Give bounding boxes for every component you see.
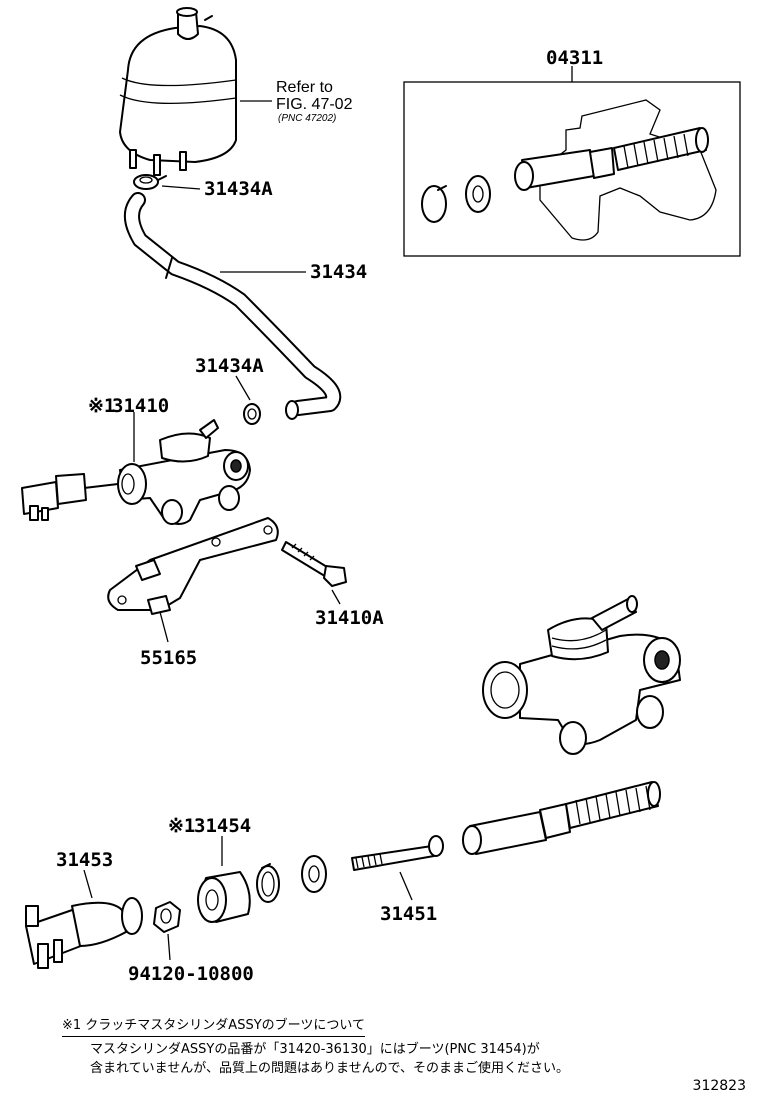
leader-94120 (167, 933, 171, 961)
label-31453: 31453 (56, 849, 113, 871)
washer[interactable] (301, 855, 327, 893)
nut-94120[interactable] (153, 901, 181, 933)
bracket-55165[interactable] (107, 517, 279, 615)
repair-kit-box[interactable] (403, 81, 741, 257)
reservoir-tank[interactable] (119, 7, 237, 176)
figure-number: 312823 (692, 1078, 746, 1094)
push-rod-31451[interactable] (351, 835, 444, 871)
hose-clamp-middle[interactable] (243, 403, 261, 425)
leader-31410a (331, 589, 341, 605)
label-31410a: 31410A (315, 607, 384, 629)
leader-31453 (83, 869, 93, 899)
label-94120: 94120-10800 (128, 963, 254, 985)
mark-31454: ※1 (168, 815, 195, 837)
mark-31410: ※1 (88, 395, 115, 417)
reference-line1: Refer to (276, 79, 333, 96)
label-31434a-mid: 31434A (195, 355, 264, 377)
label-31410: 31410 (112, 395, 169, 417)
push-rod-boot-31453[interactable] (25, 897, 143, 969)
cylinder-body[interactable] (482, 595, 681, 755)
leader-31451 (399, 871, 413, 901)
label-55165: 55165 (140, 647, 197, 669)
label-31434a-top: 31434A (204, 178, 273, 200)
leader-55165 (159, 611, 169, 643)
label-04311: 04311 (546, 47, 603, 69)
reference-line2: FIG. 47-02 (276, 96, 353, 113)
label-31451: 31451 (380, 903, 437, 925)
reservoir-hose[interactable] (124, 192, 342, 420)
boot-31454[interactable] (197, 871, 251, 923)
piston-spring[interactable] (462, 781, 661, 855)
note-title: ※1 クラッチマスタシリンダASSYのブーツについて (62, 1016, 365, 1037)
snap-ring[interactable] (256, 863, 280, 903)
bolt-31410a[interactable] (281, 541, 347, 587)
clutch-master-cylinder-assy[interactable] (21, 419, 251, 525)
label-31454: 31454 (194, 815, 251, 837)
reference-line3: (PNC 47202) (278, 113, 336, 124)
hose-clamp-top[interactable] (133, 174, 167, 190)
note-line2: 含まれていませんが、品質上の問題はありませんので、そのままご使用ください。 (90, 1061, 570, 1076)
leader-31434a-mid (235, 375, 251, 401)
label-31434: 31434 (310, 261, 367, 283)
note-line1: マスタシリンダASSYの品番が「31420-36130」にはブーツ(PNC 31… (90, 1042, 540, 1057)
leader-31434a-top (161, 185, 201, 190)
